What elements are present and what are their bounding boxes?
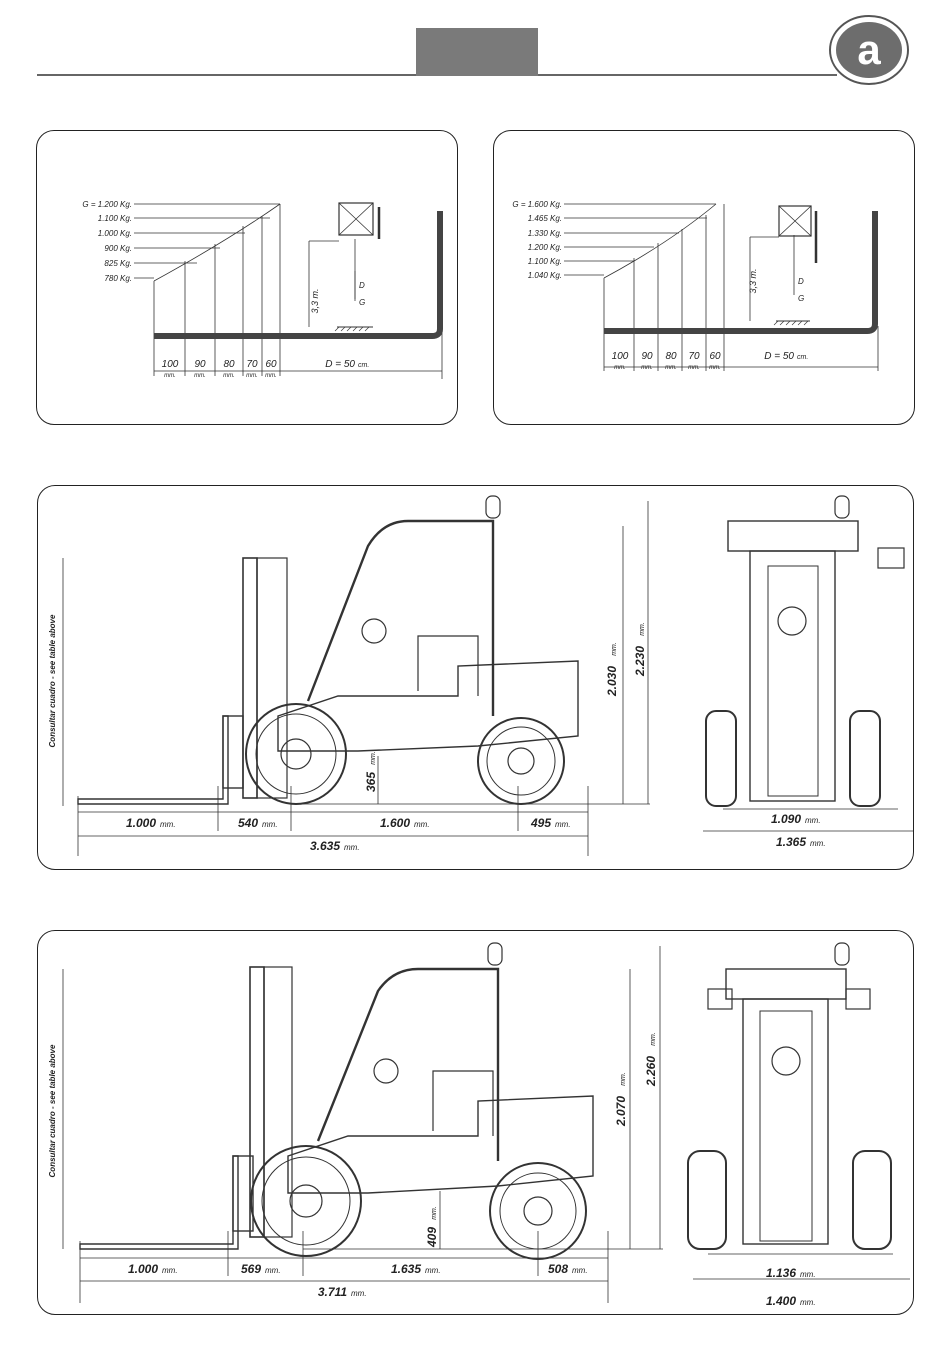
load-label: 1.330 Kg. bbox=[528, 229, 562, 238]
unit-label: mm. bbox=[641, 365, 653, 371]
height-label: 3,3 m. bbox=[748, 268, 758, 293]
load-label: 780 Kg. bbox=[104, 274, 132, 283]
distance-label: 80 bbox=[223, 359, 235, 370]
track-width-value: 1.136 bbox=[766, 1266, 796, 1280]
dim-value: 1.000 bbox=[128, 1262, 158, 1276]
unit-label: mm. bbox=[665, 365, 677, 371]
total-height-unit: mm. bbox=[650, 1032, 657, 1046]
overall-width-value: 1.400 bbox=[766, 1294, 796, 1308]
d-distance-unit: cm. bbox=[358, 362, 369, 369]
overall-width-unit: mm. bbox=[810, 839, 826, 848]
unit-label: mm. bbox=[194, 373, 206, 379]
side-note: Consultar cuadro - see table above bbox=[48, 614, 57, 747]
track-width-unit: mm. bbox=[805, 816, 821, 825]
load-chart-panel-a: G = 1.200 Kg. 1.100 Kg. 1.000 Kg. 900 Kg… bbox=[36, 130, 458, 425]
distance-label: 80 bbox=[665, 351, 677, 362]
total-height-unit: mm. bbox=[639, 622, 646, 636]
dim-unit: mm. bbox=[162, 1266, 178, 1275]
dim-unit: mm. bbox=[265, 1266, 281, 1275]
load-chart-panel-b: G = 1.600 Kg. 1.465 Kg. 1.330 Kg. 1.200 … bbox=[493, 130, 915, 425]
distance-label: 90 bbox=[194, 359, 206, 370]
cab-height-value: 2.070 bbox=[614, 1096, 628, 1127]
distance-label: 70 bbox=[688, 351, 700, 362]
unit-label: mm. bbox=[246, 373, 258, 379]
load-chart-a: G = 1.200 Kg. 1.100 Kg. 1.000 Kg. 900 Kg… bbox=[82, 200, 443, 379]
cab-height-unit: mm. bbox=[620, 1072, 627, 1086]
load-label: 1.100 Kg. bbox=[528, 257, 562, 266]
dim-unit: mm. bbox=[160, 820, 176, 829]
dim-value: 1.600 bbox=[380, 816, 410, 830]
unit-label: mm. bbox=[164, 373, 176, 379]
ground-clearance-value: 409 bbox=[425, 1227, 439, 1248]
load-label: 1.000 Kg. bbox=[98, 229, 132, 238]
cab-height-unit: mm. bbox=[611, 642, 618, 656]
ground-clearance-unit: mm. bbox=[370, 751, 377, 765]
forklift-drawing-b: Consultar cuadro - see table above 1.000… bbox=[48, 942, 910, 1308]
load-label: 900 Kg. bbox=[104, 244, 132, 253]
cab-height-value: 2.030 bbox=[605, 666, 619, 697]
load-chart-b: G = 1.600 Kg. 1.465 Kg. 1.330 Kg. 1.200 … bbox=[512, 200, 879, 371]
dim-unit: mm. bbox=[555, 820, 571, 829]
dim-value: 540 bbox=[238, 816, 258, 830]
ground-clearance-unit: mm. bbox=[431, 1206, 438, 1220]
unit-label: mm. bbox=[614, 365, 626, 371]
unit-label: mm. bbox=[688, 365, 700, 371]
d-symbol: D bbox=[798, 277, 804, 286]
logo-letter: a bbox=[857, 26, 881, 73]
dim-unit: mm. bbox=[572, 1266, 588, 1275]
total-height-value: 2.260 bbox=[644, 1056, 658, 1087]
load-label: 1.100 Kg. bbox=[98, 214, 132, 223]
load-label: 1.200 Kg. bbox=[528, 243, 562, 252]
dim-unit: mm. bbox=[414, 820, 430, 829]
ground-clearance-value: 365 bbox=[364, 772, 378, 792]
distance-label: 60 bbox=[265, 359, 277, 370]
dim-unit: mm. bbox=[262, 820, 278, 829]
load-label: 1.465 Kg. bbox=[528, 214, 562, 223]
forklift-drawing-panel-b: Consultar cuadro - see table above 1.000… bbox=[37, 930, 914, 1315]
overall-width-value: 1.365 bbox=[776, 835, 806, 849]
side-note: Consultar cuadro - see table above bbox=[48, 1044, 57, 1177]
distance-label: 100 bbox=[612, 351, 629, 362]
track-width-unit: mm. bbox=[800, 1270, 816, 1279]
load-label: 1.040 Kg. bbox=[528, 271, 562, 280]
unit-label: mm. bbox=[709, 365, 721, 371]
distance-label: 70 bbox=[246, 359, 258, 370]
distance-label: 60 bbox=[709, 351, 721, 362]
dim-unit: mm. bbox=[425, 1266, 441, 1275]
total-height-value: 2.230 bbox=[633, 646, 647, 677]
overall-length-value: 3.635 bbox=[310, 839, 340, 853]
unit-label: mm. bbox=[265, 373, 277, 379]
d-distance-label: D = 50 bbox=[325, 359, 355, 370]
dim-value: 1.635 bbox=[391, 1262, 421, 1276]
forklift-drawing-a: Consultar cuadro - see table above 1.000… bbox=[48, 495, 913, 856]
dim-value: 495 bbox=[530, 816, 551, 830]
distance-label: 100 bbox=[162, 359, 179, 370]
d-distance-unit: cm. bbox=[797, 354, 808, 361]
overall-width-unit: mm. bbox=[800, 1298, 816, 1307]
header-tab bbox=[416, 28, 538, 76]
d-symbol: D bbox=[359, 281, 365, 290]
dim-value: 569 bbox=[241, 1262, 261, 1276]
overall-length-unit: mm. bbox=[344, 843, 360, 852]
brand-logo: a bbox=[829, 15, 909, 85]
load-label: 825 Kg. bbox=[104, 259, 132, 268]
unit-label: mm. bbox=[223, 373, 235, 379]
overall-length-value: 3.711 bbox=[318, 1285, 347, 1299]
forklift-drawing-panel-a: Consultar cuadro - see table above 1.000… bbox=[37, 485, 914, 870]
dim-value: 508 bbox=[548, 1262, 568, 1276]
track-width-value: 1.090 bbox=[771, 812, 801, 826]
g-symbol: G bbox=[359, 298, 365, 307]
overall-length-unit: mm. bbox=[351, 1289, 367, 1298]
g-symbol: G bbox=[798, 294, 804, 303]
height-label: 3,3 m. bbox=[310, 288, 320, 313]
load-label: G = 1.600 Kg. bbox=[512, 200, 562, 209]
distance-label: 90 bbox=[641, 351, 653, 362]
dim-value: 1.000 bbox=[126, 816, 156, 830]
load-label: G = 1.200 Kg. bbox=[82, 200, 132, 209]
d-distance-label: D = 50 bbox=[764, 351, 794, 362]
